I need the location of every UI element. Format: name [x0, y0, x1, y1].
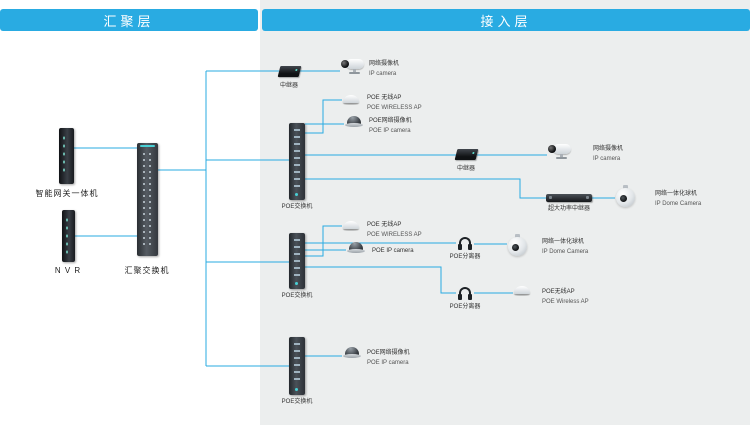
ball-mount [515, 234, 520, 238]
ip-camera-top-label: 网络摄像机 IP camera [369, 61, 400, 78]
ip-camera-mid-label: 网络摄像机 IP camera [593, 146, 624, 163]
access-layer-panel [260, 0, 750, 425]
splitter-end [468, 294, 472, 300]
header-aggregation-layer: 汇聚层 [0, 9, 258, 31]
camera-base [349, 72, 360, 74]
header-aggregation-label: 汇聚层 [103, 13, 155, 29]
aggregation-switch-label: 汇聚交换机 [124, 266, 170, 275]
header-access-label: 接入层 [480, 13, 532, 29]
dome-cap [349, 242, 363, 250]
ap-shadow [344, 103, 358, 105]
splitter-end [468, 244, 472, 250]
repeater-led [472, 152, 475, 154]
repeater-mid-device [454, 149, 479, 160]
wireless-ap-3-icon [514, 286, 530, 296]
extender-label: 超大功率中继器 [547, 206, 590, 212]
ap-shadow [515, 294, 529, 296]
poe-switch-ports [294, 343, 300, 385]
ap-dome [343, 95, 359, 103]
poe-switch-3-label: POE交换机 [281, 399, 313, 405]
camera-lens [341, 60, 349, 68]
camera-stem [353, 69, 356, 72]
splitter-end [458, 244, 462, 250]
gateway-label: 智能网关一体机 [35, 189, 99, 198]
ball-camera-2-icon [508, 234, 527, 257]
ball-mount [623, 185, 628, 189]
poe-dome-camera-3-icon [343, 347, 361, 359]
poe-switch-led [295, 193, 298, 196]
extender-port [549, 196, 552, 199]
wireless-ap-3-label: POE无线AP POE Wireless AP [542, 289, 589, 306]
camera-lens [548, 145, 556, 153]
ip-camera-mid-icon [548, 143, 572, 159]
repeater-led [295, 69, 298, 71]
dome-base [345, 123, 363, 127]
ap-dome [343, 221, 359, 229]
wireless-ap-1-icon [343, 95, 359, 105]
aggregation-switch-device [137, 143, 158, 256]
ball-lens [512, 244, 519, 251]
poe-switch-1-label: POE交换机 [281, 204, 313, 210]
dome-cap [345, 347, 359, 355]
ap-shadow [344, 229, 358, 231]
poe-switch-led [295, 388, 298, 391]
splitter-arc [459, 287, 471, 298]
dome-cap [347, 116, 361, 124]
nvr-leds [65, 216, 69, 254]
poe-dome-camera-3-label: POE网络摄像机 POE IP camera [367, 350, 410, 367]
poe-splitter-2-icon [457, 287, 473, 300]
camera-stem [560, 154, 563, 157]
ball-lens [620, 195, 627, 202]
camera-base [556, 157, 567, 159]
repeater-top-label: 中继器 [279, 83, 298, 89]
poe-dome-camera-1-icon [345, 116, 363, 128]
poe-dome-camera-2-label: POE IP camera [372, 248, 414, 254]
dome-base [343, 354, 361, 358]
splitter-arc [459, 237, 471, 248]
poe-splitter-1-label: POE分离器 [449, 254, 481, 260]
gateway-device [59, 128, 74, 184]
repeater-mid-label: 中继器 [456, 166, 475, 172]
ap-dome [514, 286, 530, 294]
wireless-ap-2-label: POE 无线AP POE WIRELESS AP [367, 222, 422, 239]
wireless-ap-2-icon [343, 221, 359, 231]
switch-ports [141, 151, 154, 248]
wireless-ap-1-label: POE 无线AP POE WIRELESS AP [367, 95, 422, 112]
switch-led-strip [140, 145, 155, 147]
nvr-device [62, 210, 75, 262]
camera-body [553, 144, 571, 154]
header-access-layer: 接入层 [262, 9, 750, 31]
camera-body [346, 59, 364, 69]
poe-switch-2-device [289, 233, 305, 289]
poe-dome-camera-1-label: POE网络摄像机 POE IP camera [369, 118, 412, 135]
ball-camera-1-label: 网络一体化球机 IP Dome Camera [655, 191, 702, 208]
poe-switch-ports [294, 129, 300, 190]
splitter-end [458, 294, 462, 300]
poe-dome-camera-2-icon [347, 242, 365, 254]
gateway-leds [62, 134, 66, 176]
poe-switch-ports [294, 239, 300, 279]
extender-device [546, 194, 592, 202]
dome-base [347, 249, 365, 253]
nvr-label: N V R [54, 266, 82, 275]
ball-camera-1-icon [616, 185, 635, 208]
poe-splitter-2-label: POE分离器 [449, 304, 481, 310]
poe-splitter-1-icon [457, 237, 473, 250]
poe-switch-2-label: POE交换机 [281, 293, 313, 299]
poe-switch-1-device [289, 123, 305, 200]
ip-camera-top-icon [341, 58, 365, 74]
ball-camera-2-label: 网络一体化球机 IP Dome Camera [542, 239, 589, 256]
repeater-top-device [277, 66, 302, 77]
poe-switch-led [295, 282, 298, 285]
extender-port [586, 196, 589, 199]
poe-switch-3-device [289, 337, 305, 395]
